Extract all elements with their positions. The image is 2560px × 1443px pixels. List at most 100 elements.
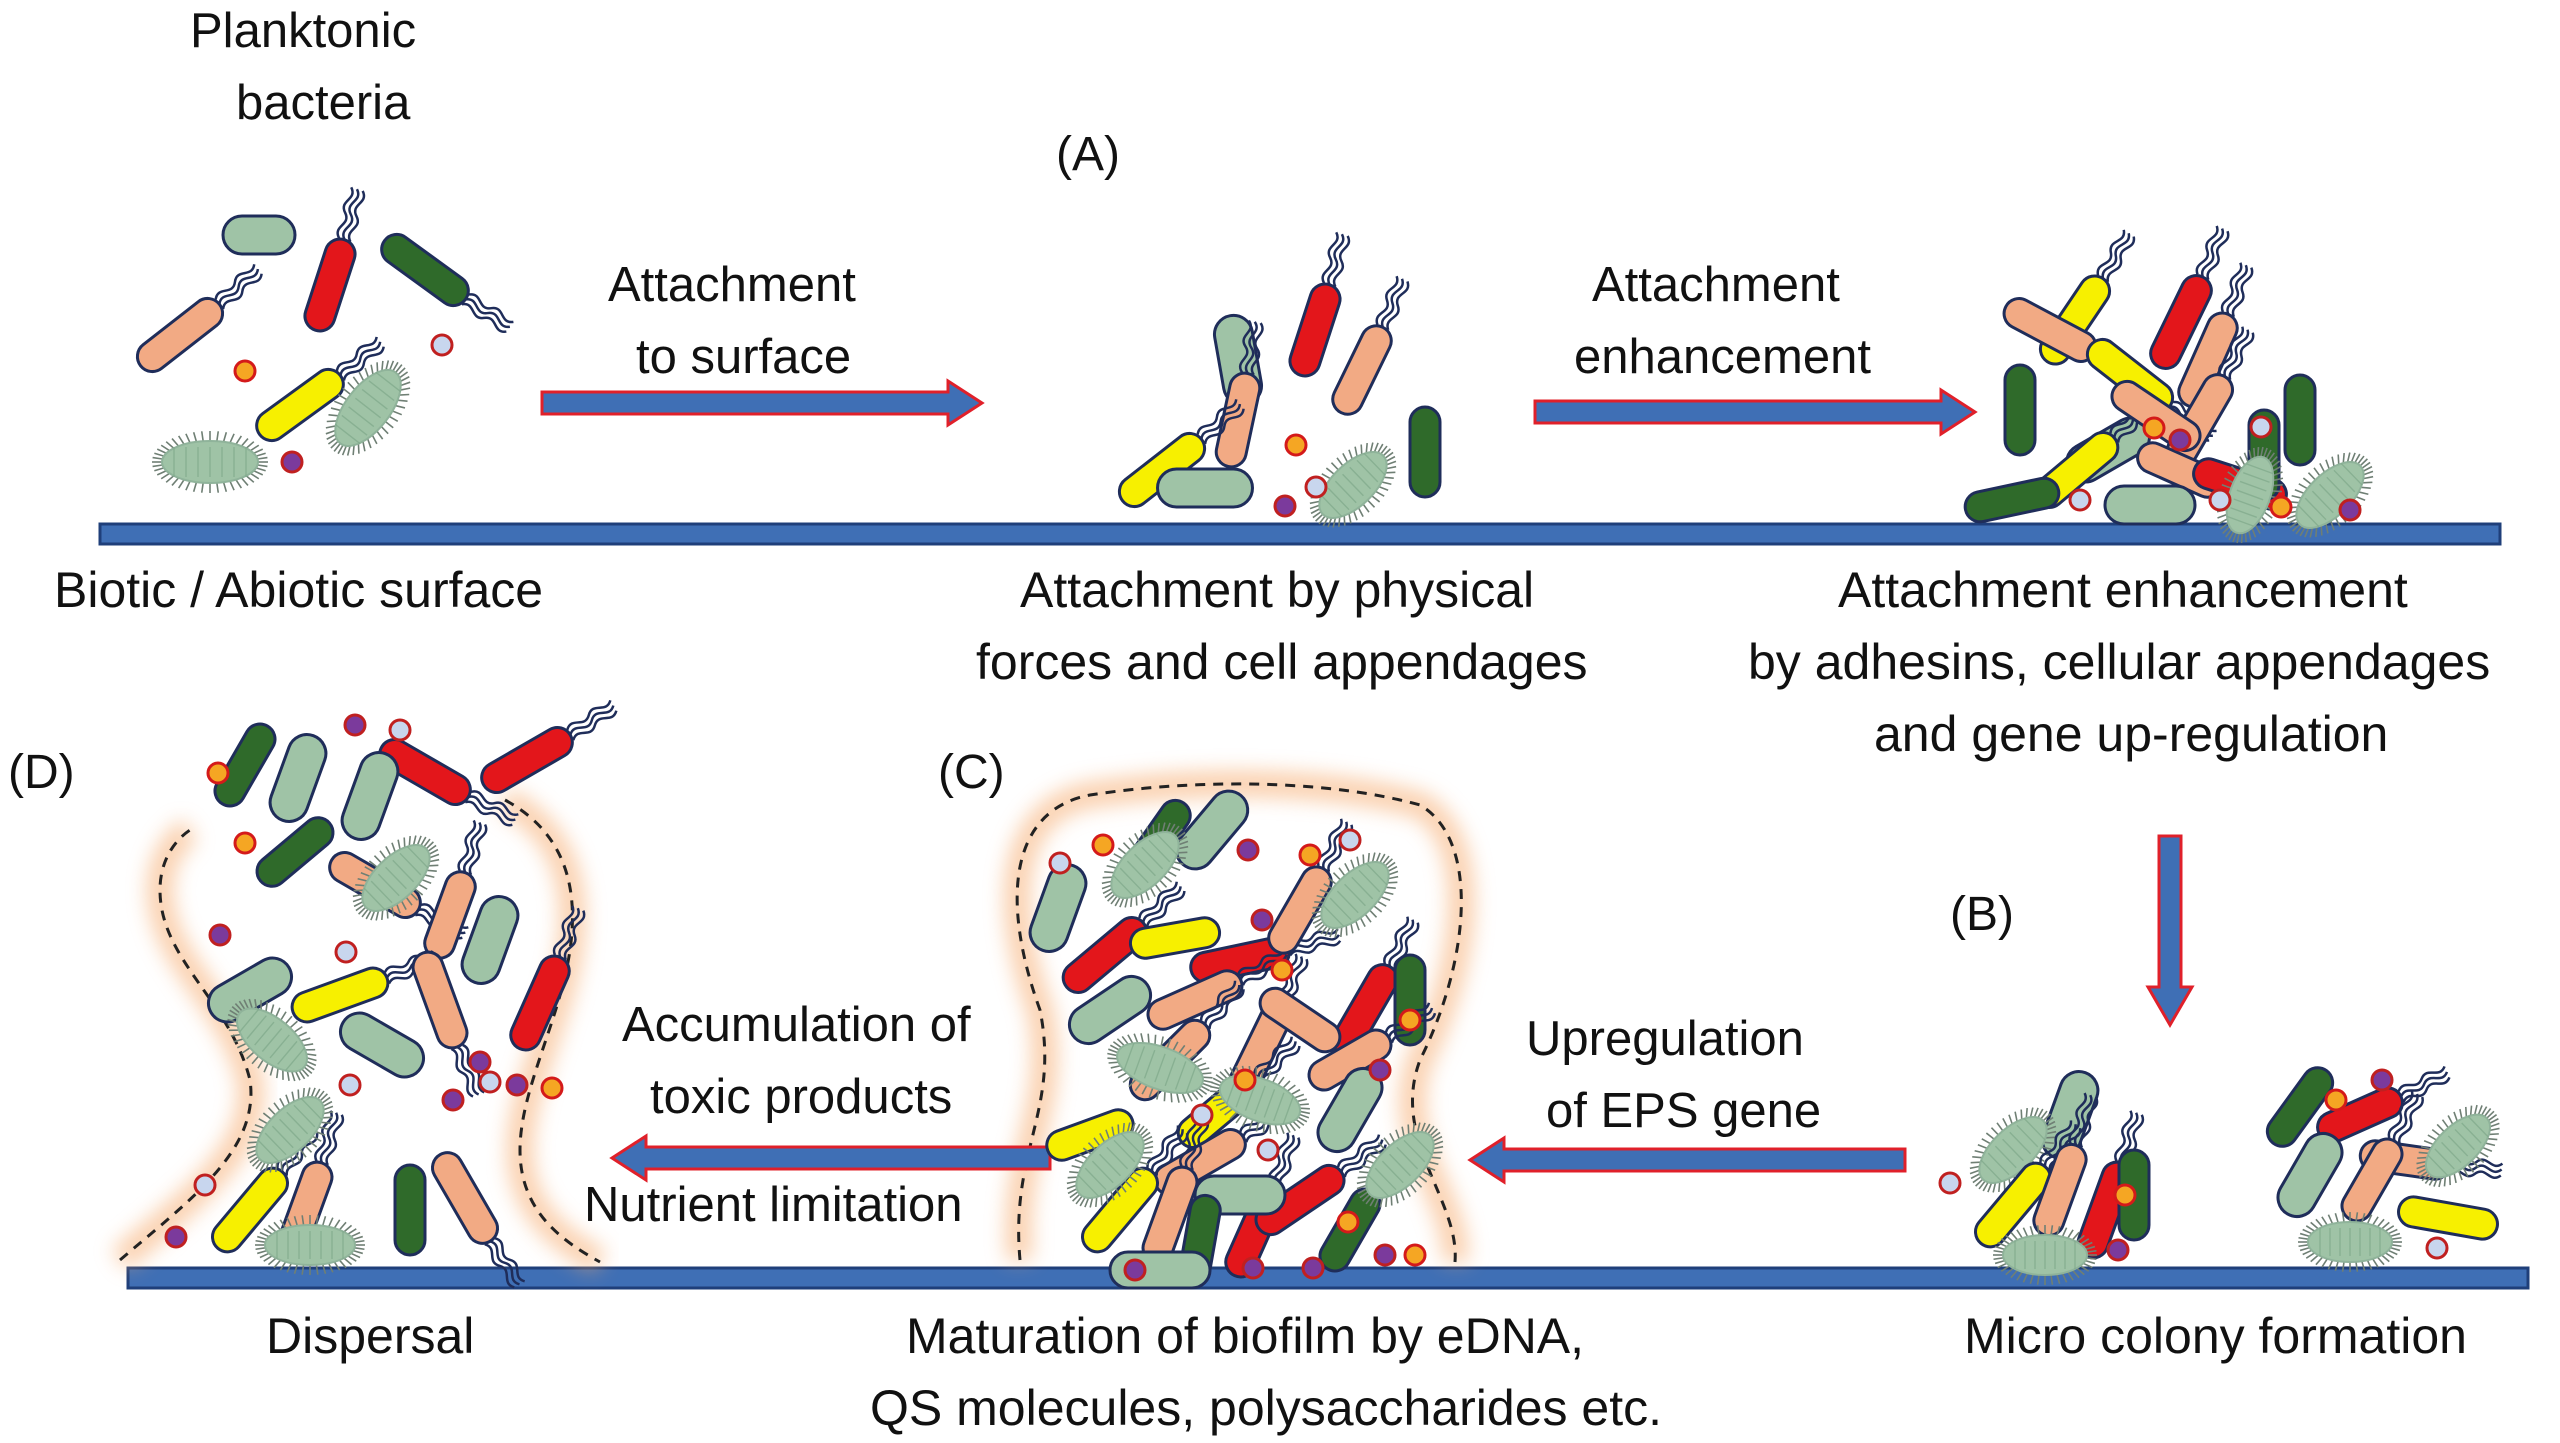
flagellum-icon <box>456 1045 480 1096</box>
pilus-bacterium-icon <box>2298 1212 2402 1272</box>
flagellum-icon <box>319 1112 339 1164</box>
flagellum-icon <box>2223 329 2250 378</box>
flagellum-icon <box>468 293 514 324</box>
rod-bacterium-icon <box>460 895 520 985</box>
arrow-attach-label-line2: to surface <box>636 330 852 384</box>
toxic-products-label-line1: Accumulation of <box>622 998 971 1052</box>
flagellum-icon <box>1383 916 1410 965</box>
surface-bar <box>126 1266 2530 1290</box>
edna-dot-icon <box>2249 415 2273 439</box>
edna-dot-icon <box>206 761 230 785</box>
flagellum-icon <box>218 268 260 305</box>
rod-bacterium-icon <box>255 336 385 443</box>
rod-bacterium-icon <box>2283 373 2317 467</box>
surface-bar <box>98 522 2502 546</box>
flagellum-icon <box>450 1047 474 1098</box>
rod-bacterium-icon <box>1258 986 1342 1054</box>
flagellum-icon <box>285 1133 319 1176</box>
flagellum-icon <box>1336 1134 1381 1168</box>
flagellum-icon <box>335 336 378 372</box>
flagellum-icon <box>1196 399 1238 435</box>
flagellum-icon <box>2231 267 2254 318</box>
arrow-attach-label-line1: Attachment <box>608 258 856 312</box>
pilus-bacterium-icon <box>1066 1122 1154 1208</box>
edna-dot-icon <box>280 450 304 474</box>
edna-dot-icon <box>338 1073 362 1097</box>
flagellum-icon <box>2387 1090 2414 1139</box>
flagellum-icon <box>2079 1096 2099 1148</box>
rod-bacterium-icon <box>213 722 277 808</box>
rod-bacterium-icon <box>1081 1125 1189 1254</box>
flagellum-icon <box>2392 1093 2419 1142</box>
flagellum-icon <box>2402 1076 2451 1103</box>
flagellum-icon <box>1267 1132 1290 1183</box>
flagellum-icon <box>1203 408 1245 445</box>
microcolony-label: Micro colony formation <box>1964 1308 2467 1364</box>
edna-dot-icon <box>478 1070 502 1094</box>
flagellum-icon <box>1289 939 1342 957</box>
flagellum-icon <box>1237 948 1286 975</box>
flagellum-icon <box>2039 1120 2073 1163</box>
flagellum-icon <box>1204 984 1241 1025</box>
edna-dot-icon <box>1301 1256 1325 1280</box>
flow-arrow-icon <box>2145 834 2195 1028</box>
rod-bacterium-icon <box>1061 881 1186 994</box>
flagellum-icon <box>2397 1065 2446 1092</box>
rod-bacterium-icon <box>221 214 297 256</box>
flagellum-icon <box>1388 919 1415 968</box>
planktonic-label-line2: bacteria <box>236 76 411 130</box>
rod-bacterium-icon <box>1331 275 1410 416</box>
edna-dot-icon <box>1373 1243 1397 1267</box>
flagellum-icon <box>552 905 575 956</box>
eps-boundary <box>504 798 601 1264</box>
flow-arrow-icon <box>1467 1135 1907 1185</box>
planktonic-label-line1: Planktonic <box>190 4 417 58</box>
rod-bacterium-icon <box>268 733 328 823</box>
physical-attachment-label-line1: Attachment by physical <box>1020 562 1535 618</box>
flagellum-icon <box>1250 322 1264 376</box>
maturation-label-line1: Maturation of biofilm by eDNA, <box>906 1308 1585 1364</box>
edna-dot-icon <box>1368 1058 1392 1082</box>
edna-dot-icon <box>2113 1183 2137 1207</box>
rod-bacterium-icon <box>2265 1066 2335 1148</box>
flagellum-icon <box>1332 235 1351 288</box>
pilus-bacterium-icon <box>246 1087 334 1173</box>
edna-dot-icon <box>1304 475 1328 499</box>
rod-bacterium-icon <box>2397 1195 2499 1241</box>
flagellum-icon <box>489 1240 520 1286</box>
edna-dot-icon <box>1236 838 1260 862</box>
flagellum-icon <box>1200 403 1242 440</box>
edna-dot-icon <box>2168 428 2192 452</box>
rod-bacterium-icon <box>1141 1115 1210 1265</box>
arrow-enhancement-label-line2: enhancement <box>1574 330 1871 384</box>
flagellum-icon <box>2206 230 2230 281</box>
rod-bacterium-icon <box>411 950 485 1098</box>
edna-dot-icon <box>1298 843 1322 867</box>
surface-label: Biotic / Abiotic surface <box>54 562 544 618</box>
flagellum-icon <box>569 705 615 736</box>
flagellum-icon <box>484 1243 515 1289</box>
flagellum-icon <box>1253 1036 1293 1074</box>
edna-dot-icon <box>1190 1103 1214 1127</box>
edna-dot-icon <box>2370 1068 2394 1092</box>
flagellum-icon <box>468 824 488 876</box>
step-c-label: (C) <box>938 746 1005 799</box>
flagellum-icon <box>342 346 385 381</box>
maturation-label-line2: QS molecules, polysaccharides etc. <box>870 1380 1663 1436</box>
rod-bacterium-icon <box>340 751 400 841</box>
flagellum-icon <box>2068 1092 2088 1144</box>
pilus-bacterium-icon <box>1993 1225 2097 1285</box>
rod-bacterium-icon <box>2316 1065 2451 1144</box>
edna-dot-icon <box>1938 1171 1962 1195</box>
rod-bacterium-icon <box>480 699 618 794</box>
rod-bacterium-icon <box>255 816 335 888</box>
flagellum-icon <box>566 699 612 731</box>
edna-dot-icon <box>1398 1008 1422 1032</box>
flagellum-icon <box>2114 1110 2133 1162</box>
edna-dot-icon <box>1123 1258 1147 1282</box>
edna-dot-icon <box>468 1050 492 1074</box>
flagellum-icon <box>1278 1137 1301 1188</box>
flagellum-icon <box>462 821 482 874</box>
flagellum-icon <box>467 795 516 822</box>
